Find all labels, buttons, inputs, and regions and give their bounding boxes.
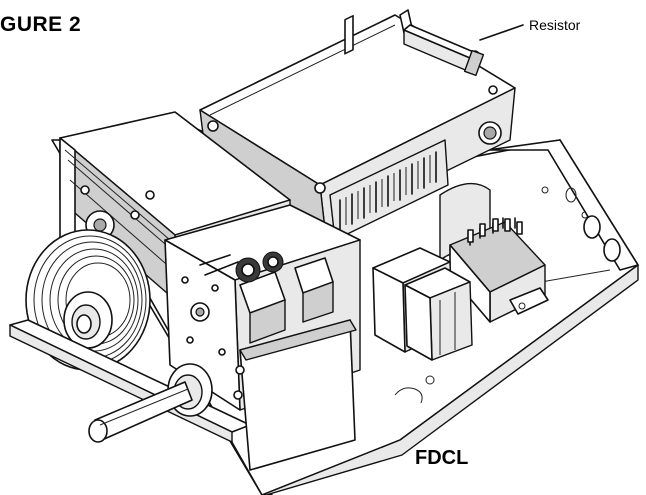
terminal-strip xyxy=(329,14,449,241)
transformer xyxy=(449,217,549,323)
resistor xyxy=(399,9,524,77)
drive-shaft xyxy=(88,363,245,443)
lower-plate xyxy=(239,319,357,471)
model-label: FDCL xyxy=(415,447,469,469)
relay-blocks xyxy=(372,247,473,361)
figure-title: GURE 2 xyxy=(0,13,82,36)
resistor-callout-label: Resistor xyxy=(529,17,581,33)
tray-side-wall xyxy=(487,139,639,271)
